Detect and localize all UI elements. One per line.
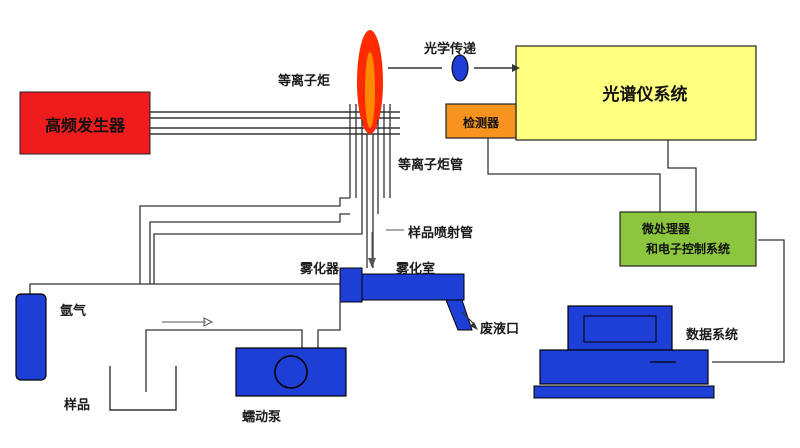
spectrometer-box [515,45,757,141]
plasma-flame-core [365,52,375,128]
processor-label-line1: 微处理器 [641,222,690,236]
sample-flow-arrow-head [203,317,214,327]
processor-box [619,211,757,267]
waste-arrow-head [470,322,478,330]
waste-arrow [461,311,475,325]
argon-cylinder [15,293,47,381]
torch-tube-label: 等离子炬管 [398,158,464,173]
nebulizer-label: 雾化器 [300,262,340,277]
optical-arrow-head [512,64,520,72]
optical-lens [451,54,469,82]
sample-beaker [109,366,177,411]
pump-label: 蠕动泵 [242,410,282,425]
data-system-label: 数据系统 [686,328,739,343]
keyboard [533,385,715,399]
nebulizer [339,267,363,303]
sample-label: 样品 [64,398,91,413]
argon-label: 氩气 [60,304,87,319]
waste-label: 废液口 [480,322,520,337]
signal-lines [487,138,785,363]
processor-label-line2: 和电子控制系统 [645,242,730,256]
rf-generator-box [19,91,151,155]
plasma-torch-label: 等离子炬 [278,74,331,89]
gas-lines [29,197,363,296]
injector-arrow-head [368,258,376,268]
torch-tube [349,104,391,268]
spectrometer-label: 光谱仪系统 [602,85,688,105]
rf-generator-label: 高频发生器 [44,116,125,135]
spray-chamber [361,273,465,301]
optical-transfer-label: 光学传递 [424,42,477,57]
spray-chamber-label: 雾化室 [396,262,436,277]
detector-label: 检测器 [462,116,499,130]
rf-cables [150,111,400,135]
sample-line [145,300,341,392]
monitor-screen [583,315,657,343]
computer-case [539,349,709,385]
sample-injector-label: 样品喷射管 [408,226,474,241]
waste-drain [445,299,473,331]
pump-rotor [274,355,308,389]
detector-box [445,103,517,139]
